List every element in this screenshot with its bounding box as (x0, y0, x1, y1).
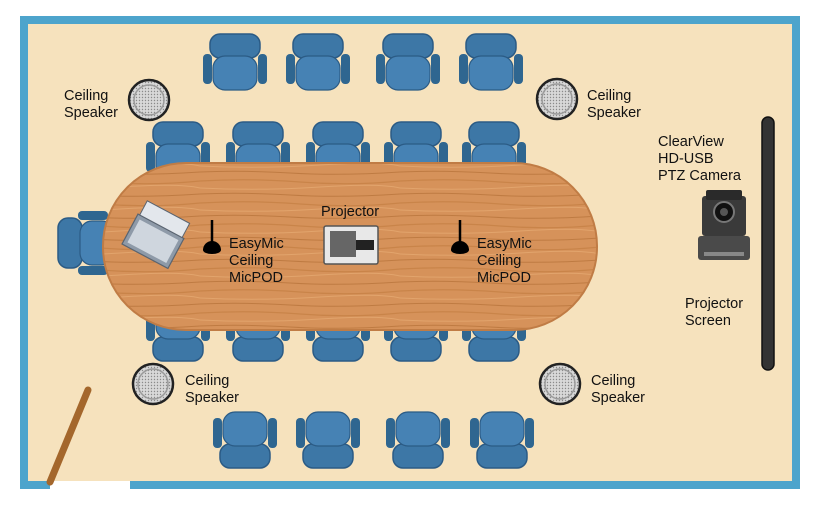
ceiling-micpod-icon (451, 220, 469, 254)
speaker-label-bottom-left: Ceiling Speaker (185, 373, 240, 406)
mic-label-right: EasyMic Ceiling MicPOD (477, 236, 532, 286)
mic-label-left: EasyMic Ceiling MicPOD (229, 236, 284, 286)
laptop-icon (121, 200, 191, 270)
ptz-camera-icon (698, 190, 750, 260)
projector-screen (761, 116, 775, 371)
speaker-label-bottom-right: Ceiling Speaker (591, 373, 646, 406)
projector-label: Projector (321, 204, 380, 220)
doorway-gap (50, 481, 130, 491)
ceiling-speaker-icon (131, 362, 175, 406)
speaker-label-top-right: Ceiling Speaker (587, 88, 642, 121)
ceiling-speaker-icon (538, 362, 582, 406)
door (46, 386, 92, 486)
projector-icon (323, 225, 379, 265)
camera-label: ClearView HD-USB PTZ Camera (658, 134, 741, 184)
speaker-label-top-left: Ceiling Speaker (64, 88, 119, 121)
ceiling-micpod-icon (203, 220, 221, 254)
ceiling-speaker-icon (535, 77, 579, 121)
screen-label: Projector Screen (685, 296, 744, 329)
ceiling-speaker-icon (127, 78, 171, 122)
